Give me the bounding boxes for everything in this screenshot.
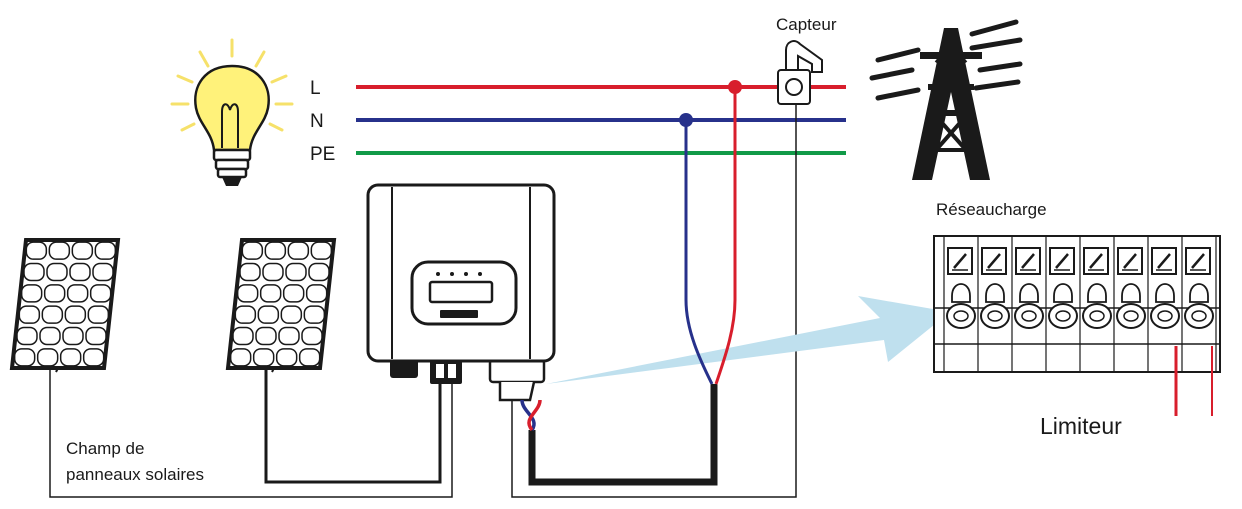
inverter-icon: [366, 183, 556, 402]
ac-cable: [528, 384, 718, 486]
terminal-block-icon: [933, 235, 1221, 373]
wire-neutral: [684, 120, 714, 385]
wire-live: [714, 87, 737, 385]
label-limiter: Limiteur: [1040, 413, 1122, 439]
pv-cable-left: [49, 368, 453, 498]
direction-arrow: [546, 296, 950, 384]
sensor-cable: [511, 104, 797, 498]
label-line-l: L: [310, 78, 321, 99]
power-pylon-icon: [869, 19, 1023, 180]
label-line-n: N: [310, 111, 324, 132]
solar-panel-icon: [9, 238, 121, 373]
pv-cable-right: [264, 368, 442, 484]
label-solar-field-1: Champ de: [66, 439, 144, 458]
light-bulb-icon: [170, 38, 294, 186]
label-grid-load: Réseaucharge: [936, 200, 1047, 219]
label-line-pe: PE: [310, 144, 335, 165]
current-clamp-sensor-icon: [777, 40, 823, 105]
wire-neutral-inverter: [520, 399, 536, 431]
label-sensor: Capteur: [776, 15, 837, 34]
label-solar-field-2: panneaux solaires: [66, 465, 204, 484]
solar-panel-icon: [225, 238, 337, 373]
wire-live-inverter: [527, 399, 542, 432]
